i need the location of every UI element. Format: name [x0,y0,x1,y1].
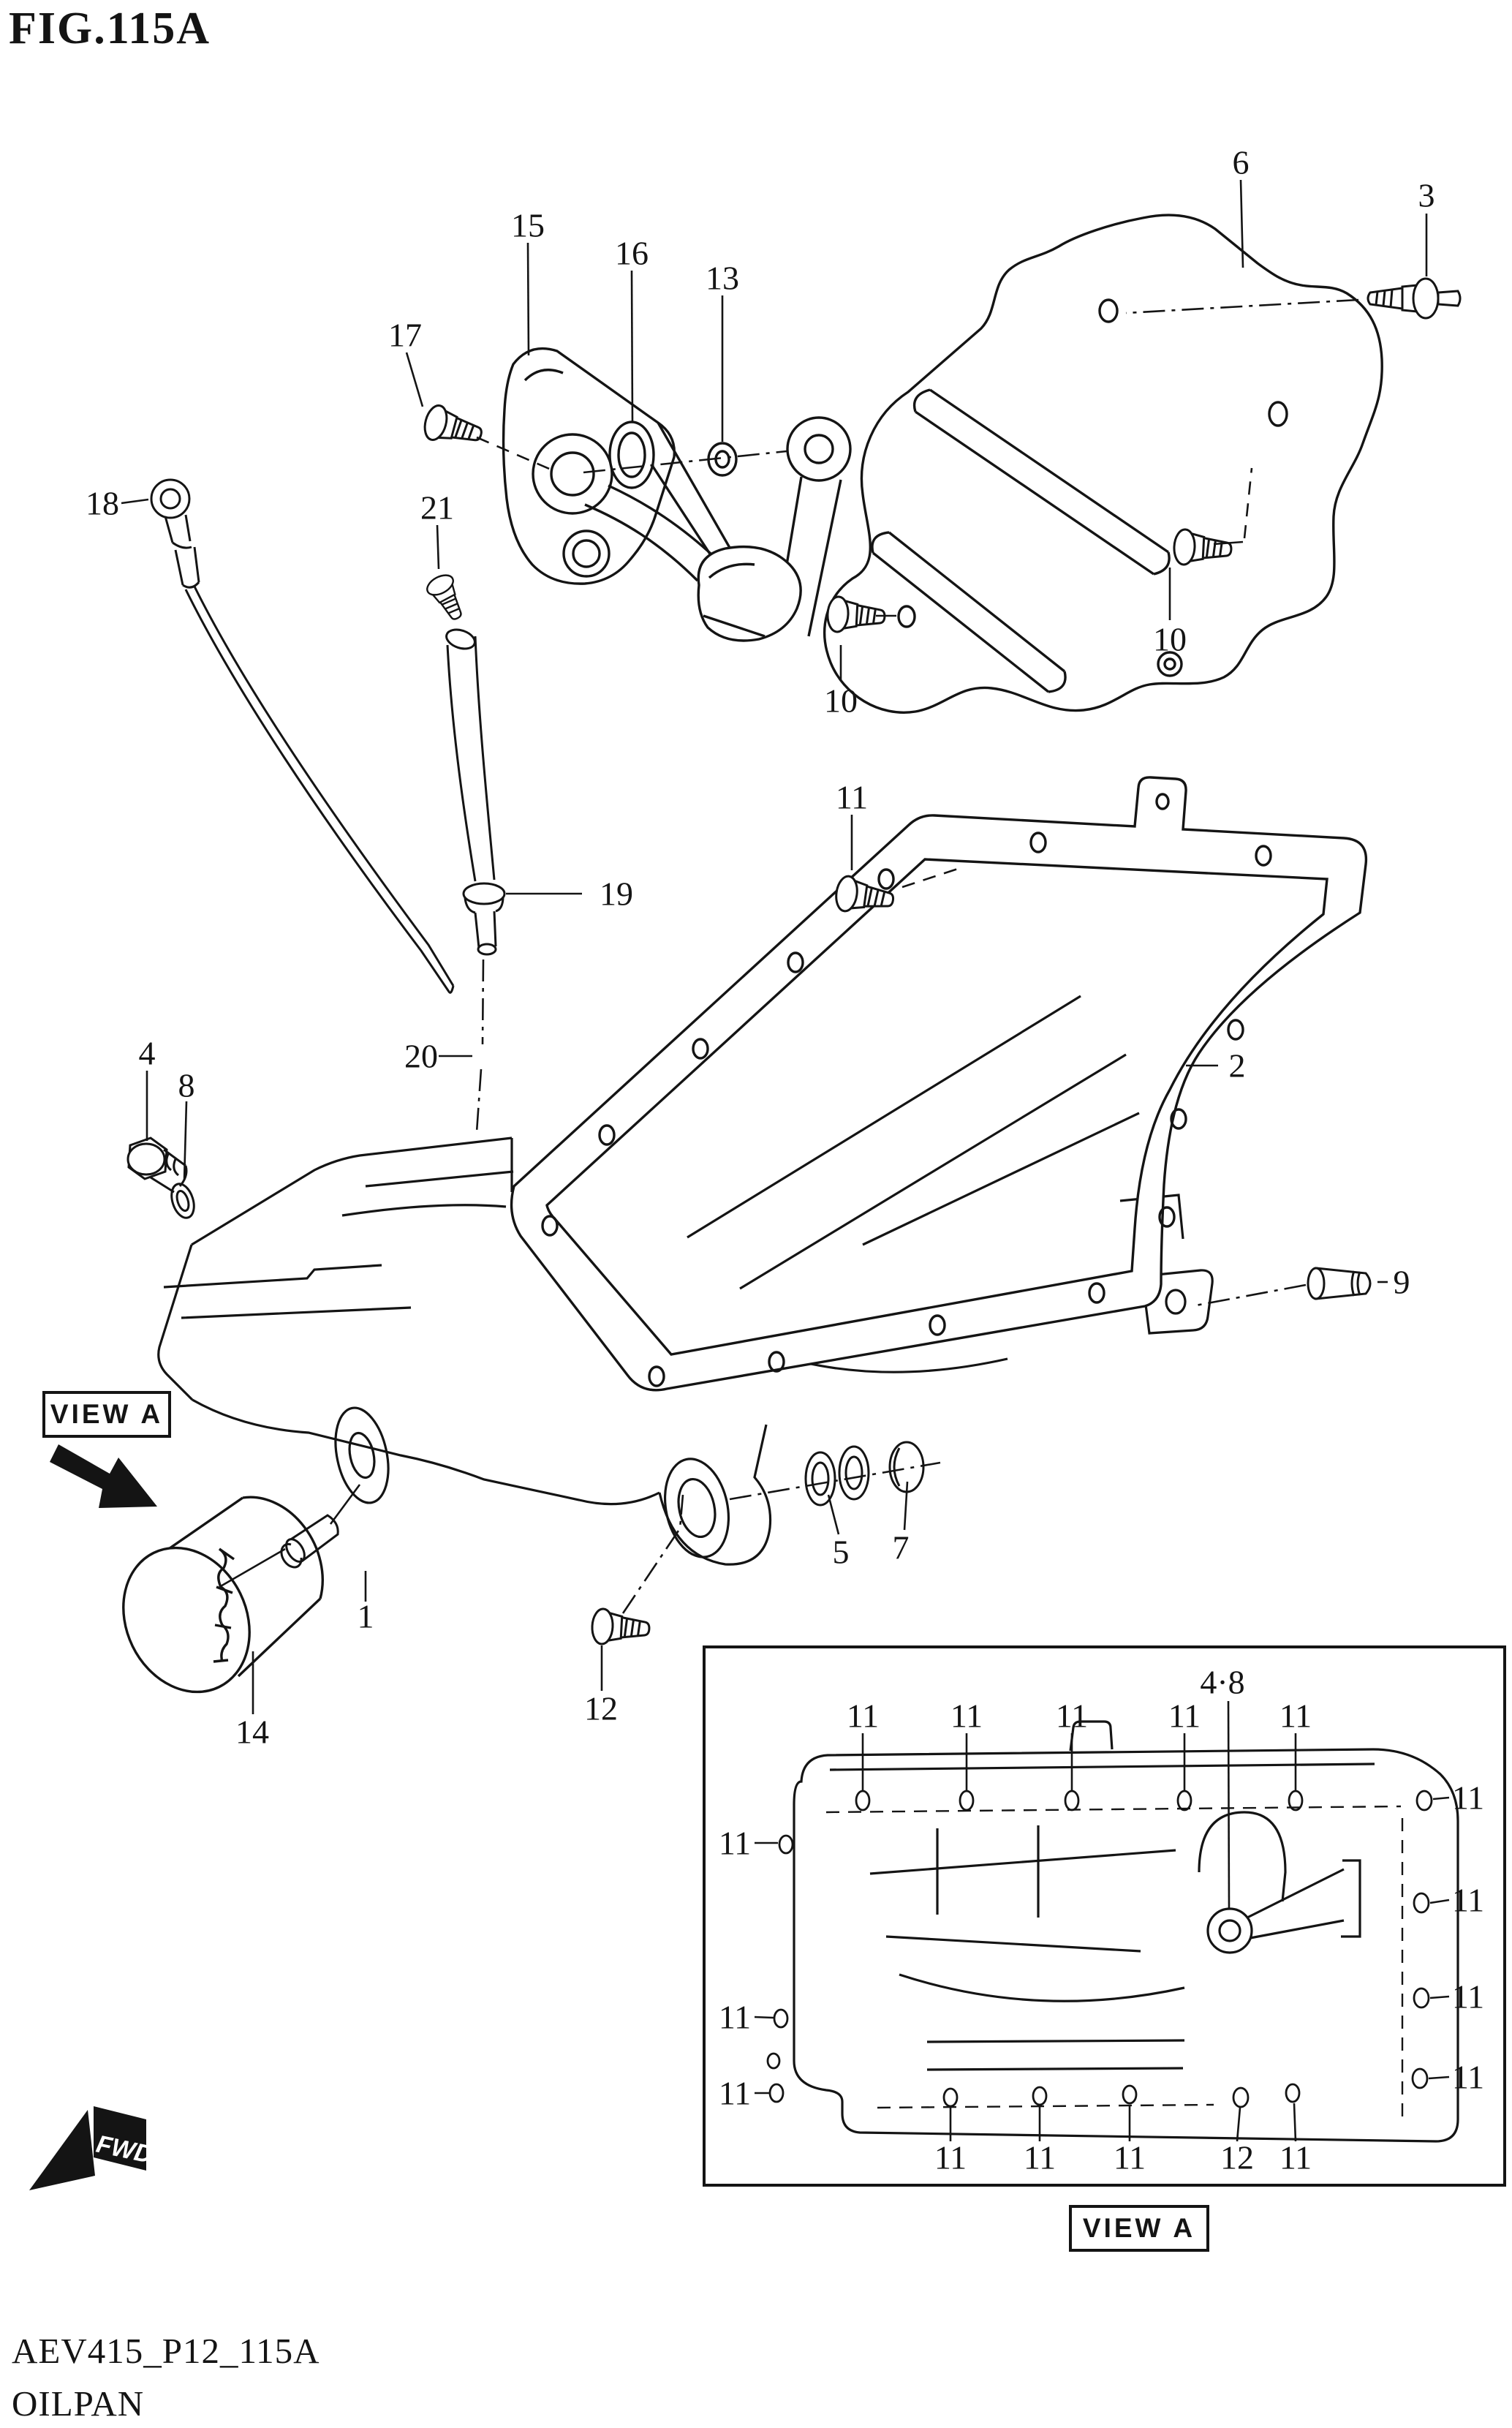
fwd-arrow: FWD [29,2106,155,2190]
oil-filter [122,1496,324,1694]
baffle-plate [823,214,1383,714]
view-a-label-main: VIEW A [42,1391,171,1438]
view-a-label-inset: VIEW A [1069,2205,1209,2252]
o-rings-part5 [804,1445,870,1507]
figure-title: FIG.115A [9,4,211,53]
leader-lines [121,179,1428,1714]
bolt-12 [590,1607,651,1648]
stud-bolt-part3 [1367,277,1462,320]
footer-drawing-code: AEV415_P12_115A [12,2331,320,2371]
drain-plug-gasket [170,1183,195,1219]
oil-strainer [502,347,852,642]
roller-pin-part9 [1307,1267,1372,1300]
bolt-21 [423,570,472,626]
footer-part-group: OILPAN [12,2383,145,2424]
bolt-17 [420,401,487,453]
oil-pan-gasket [510,776,1368,1392]
gauge-guide-tube [445,628,506,956]
drain-plug [126,1136,188,1194]
oil-pan [157,995,1214,1566]
filter-union-pin-part1 [280,1514,339,1569]
oil-level-gauge [150,478,455,994]
inset-view-a [703,1645,1506,2187]
hidden-lines [475,298,1359,1614]
view-a-arrow [50,1444,157,1508]
